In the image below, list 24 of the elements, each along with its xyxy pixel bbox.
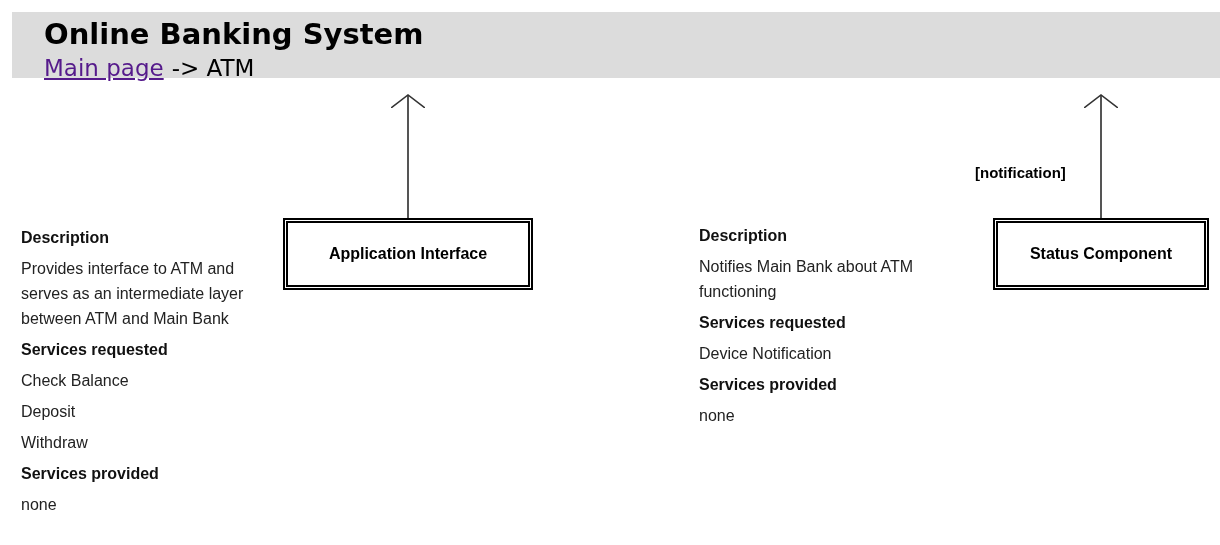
- section-heading: Services provided: [699, 375, 838, 395]
- breadcrumb-text: -> ATM: [171, 54, 255, 82]
- description-text: Device Notification: [699, 344, 833, 364]
- description-text: Notifies Main Bank about ATM functioning: [699, 257, 915, 302]
- description-text: Withdraw: [21, 433, 89, 453]
- breadcrumb-link: Main page: [44, 54, 164, 82]
- edge-label: [notification]: [975, 164, 1066, 181]
- description-text: Deposit: [21, 402, 77, 422]
- description-text: none: [21, 495, 58, 515]
- page-title: Online Banking System: [44, 17, 424, 51]
- component-box: [283, 218, 533, 290]
- section-heading: Description: [699, 226, 788, 246]
- description-text: none: [699, 406, 736, 426]
- component-name: Status Component: [1029, 245, 1173, 263]
- arrow: [390, 94, 426, 219]
- description-text: Provides interface to ATM and serves as an intermediate layer between ATM and Main Bank: [21, 259, 245, 329]
- component-name: Application Interface: [328, 245, 488, 263]
- section-heading: Services requested: [699, 313, 847, 333]
- arrow: [1083, 94, 1119, 219]
- section-heading: Description: [21, 228, 110, 248]
- section-heading: Services provided: [21, 464, 160, 484]
- section-heading: Services requested: [21, 340, 169, 360]
- component-box: [993, 218, 1209, 290]
- description-text: Check Balance: [21, 371, 130, 391]
